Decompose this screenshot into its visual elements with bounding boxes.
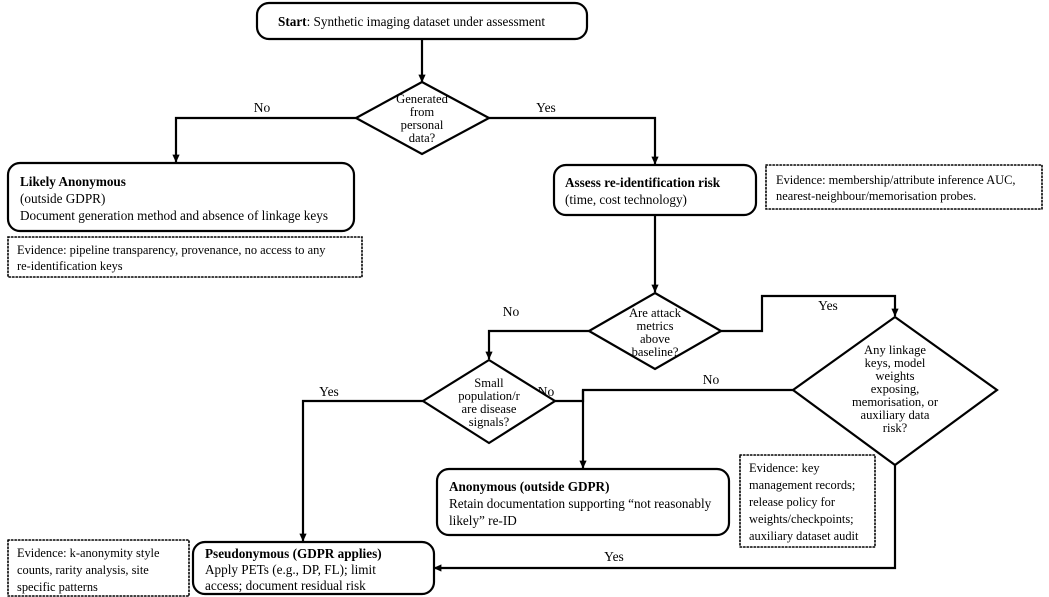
node-decision-linkage-keys-model-weights[interactable]: Any linkage keys, model weights exposing… bbox=[791, 315, 999, 467]
assess-risk-title: Assess re-identification risk bbox=[565, 175, 721, 190]
generated-line-1: Generated bbox=[396, 92, 448, 106]
edge-label-small-yes: Yes bbox=[319, 384, 339, 399]
linkage-line-6: auxiliary data bbox=[861, 408, 930, 422]
evid-kanon-line-1: Evidence: k-anonymity style bbox=[17, 546, 160, 560]
small-line-1: Small bbox=[474, 376, 504, 390]
attack-line-4: baseline? bbox=[632, 345, 679, 359]
start-label: Start: Synthetic imaging dataset under a… bbox=[278, 14, 545, 29]
evid-key-line-2: management records; bbox=[749, 478, 855, 492]
evid-key-line-1: Evidence: key bbox=[749, 461, 820, 475]
evid-kanon-shape bbox=[7, 539, 190, 597]
evid-key-line-5: auxiliary dataset audit bbox=[749, 529, 859, 543]
pseudonymous-line-2: Apply PETs (e.g., DP, FL); limit bbox=[205, 562, 376, 577]
node-anonymous-outside-gdpr[interactable]: Anonymous (outside GDPR) Retain document… bbox=[435, 467, 731, 537]
edge-linkage-yes bbox=[433, 465, 897, 572]
small-line-2: population/r bbox=[458, 389, 520, 403]
node-assess-reidentification-risk[interactable]: Assess re-identification risk (time, cos… bbox=[552, 163, 758, 217]
likely-anonymous-line-2: (outside GDPR) bbox=[20, 191, 105, 206]
evid-pipeline-shape bbox=[7, 236, 363, 278]
likely-anonymous-line-3: Document generation method and absence o… bbox=[20, 208, 328, 223]
attack-metrics-diamond bbox=[586, 291, 724, 371]
node-decision-small-population-rare-disease[interactable]: Small population/r are disease signals? bbox=[420, 358, 558, 445]
evid-pipeline-line-1: Evidence: pipeline transparency, provena… bbox=[17, 243, 326, 257]
edge-small-no bbox=[555, 388, 793, 403]
linkage-line-4: exposing, bbox=[871, 382, 920, 396]
node-pseudonymous-gdpr-applies[interactable]: Pseudonymous (GDPR applies) Apply PETs (… bbox=[191, 540, 436, 596]
anonymous-title: Anonymous (outside GDPR) bbox=[449, 479, 609, 494]
attack-line-3: above bbox=[640, 332, 670, 346]
generated-diamond bbox=[353, 80, 492, 156]
edge-attack-yes bbox=[721, 294, 899, 333]
generated-line-2: from bbox=[410, 105, 435, 119]
pseudonymous-line-3: access; document residual risk bbox=[205, 578, 366, 593]
pseudonymous-title: Pseudonymous (GDPR applies) bbox=[205, 546, 382, 561]
evid-key-mgmt-shape bbox=[739, 454, 876, 548]
assess-risk-shape bbox=[552, 163, 758, 217]
evid-kanon-line-3: specific patterns bbox=[17, 580, 98, 594]
edge-label-generated-yes: Yes bbox=[536, 100, 556, 115]
evid-membership-shape bbox=[765, 164, 1043, 210]
small-line-4: signals? bbox=[469, 415, 510, 429]
node-decision-attack-metrics-above-baseline[interactable]: Are attack metrics above baseline? bbox=[586, 291, 724, 371]
evidence-k-anonymity: Evidence: k-anonymity style counts, rari… bbox=[7, 539, 190, 597]
anonymous-shape bbox=[435, 467, 731, 537]
generated-line-4: data? bbox=[409, 131, 436, 145]
edge-label-attack-no: No bbox=[503, 304, 520, 319]
edge-attack-no bbox=[485, 329, 589, 360]
likely-anonymous-title: Likely Anonymous bbox=[20, 174, 126, 189]
evidence-key-management: Evidence: key management records; releas… bbox=[739, 454, 876, 548]
linkage-line-1: Any linkage bbox=[864, 343, 926, 357]
edge-label-generated-no: No bbox=[254, 100, 271, 115]
linkage-keys-diamond bbox=[791, 315, 999, 467]
evid-key-line-4: weights/checkpoints; bbox=[749, 512, 854, 526]
linkage-line-3: weights bbox=[875, 369, 914, 383]
generated-line-3: personal bbox=[401, 118, 444, 132]
evid-key-line-3: release policy for bbox=[749, 495, 836, 509]
node-start[interactable]: Start: Synthetic imaging dataset under a… bbox=[255, 1, 589, 41]
attack-line-1: Are attack bbox=[629, 306, 682, 320]
edge-label-linkage-yes: Yes bbox=[604, 549, 624, 564]
anonymous-line-2: Retain documentation supporting “not rea… bbox=[449, 496, 712, 511]
anonymous-line-3: likely” re-ID bbox=[449, 513, 517, 528]
node-likely-anonymous[interactable]: Likely Anonymous (outside GDPR) Document… bbox=[6, 161, 356, 233]
small-line-3: are disease bbox=[462, 402, 517, 416]
edge-label-attack-yes: Yes bbox=[818, 298, 838, 313]
evidence-pipeline-transparency: Evidence: pipeline transparency, provena… bbox=[7, 236, 363, 278]
small-population-diamond bbox=[420, 358, 558, 445]
linkage-line-2: keys, model bbox=[865, 356, 926, 370]
evidence-membership-inference: Evidence: membership/attribute inference… bbox=[765, 164, 1043, 210]
likely-anonymous-shape bbox=[6, 161, 356, 233]
evid-membership-line-1: Evidence: membership/attribute inference… bbox=[776, 173, 1015, 187]
linkage-line-7: risk? bbox=[883, 421, 908, 435]
node-decision-generated-from-personal-data[interactable]: Generated from personal data? bbox=[353, 80, 492, 156]
start-shape bbox=[255, 1, 589, 41]
pseudonymous-shape bbox=[191, 540, 436, 596]
edge-generated-no bbox=[172, 116, 356, 163]
evid-membership-line-2: nearest-neighbour/memorisation probes. bbox=[776, 189, 976, 203]
evid-kanon-line-2: counts, rarity analysis, site bbox=[17, 563, 149, 577]
edge-label-linkage-no: No bbox=[703, 372, 720, 387]
edge-generated-yes bbox=[489, 116, 659, 165]
assess-risk-line-2: (time, cost technology) bbox=[565, 192, 687, 207]
evid-pipeline-line-2: re-identification keys bbox=[17, 259, 123, 273]
attack-line-2: metrics bbox=[636, 319, 673, 333]
linkage-line-5: memorisation, or bbox=[852, 395, 939, 409]
edge-small-yes bbox=[299, 399, 423, 542]
